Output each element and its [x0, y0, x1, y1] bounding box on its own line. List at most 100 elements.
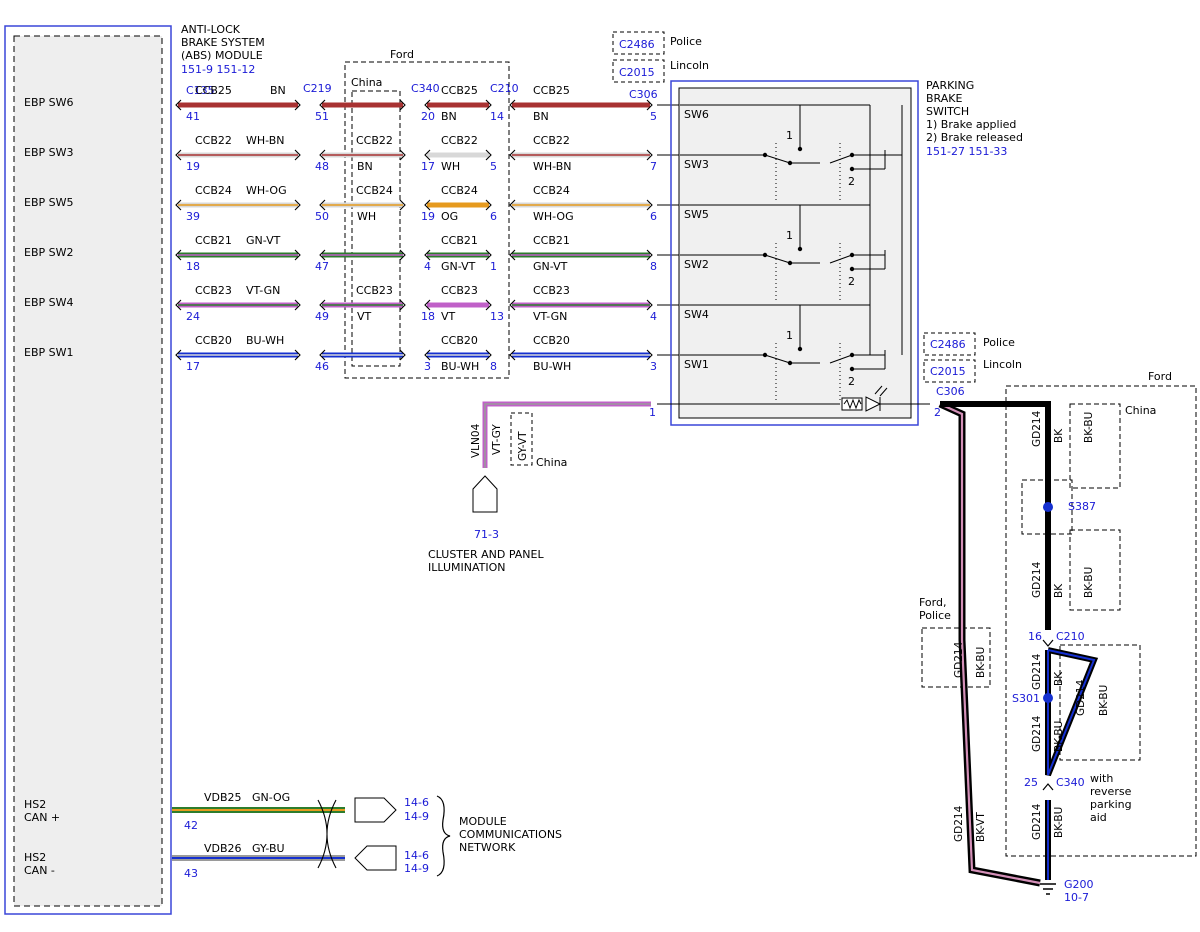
wire-2-connector-mark-1	[175, 149, 182, 161]
wire-3-pin-c340: 19	[421, 210, 435, 223]
ground-g200-symbol[interactable]	[1040, 883, 1056, 895]
switch-resistor-zigzag	[843, 398, 862, 410]
switch-node-1-4	[849, 166, 855, 172]
gd214-label-ford-police: GD214	[953, 641, 965, 678]
wire-3-c340-circuit: CCB24	[441, 184, 478, 197]
police-tag-box-top	[612, 31, 665, 55]
illumination-label-2: ILLUMINATION	[428, 561, 506, 574]
wire-5-connector-mark-3	[319, 299, 326, 311]
wire-5-right-color: VT-GN	[533, 310, 567, 323]
splice-s301[interactable]	[1043, 693, 1053, 703]
switch-refs[interactable]: 151-27 151-33	[926, 145, 1007, 158]
illumination-ref[interactable]: 71-3	[474, 528, 499, 541]
connector-c340[interactable]: C340	[411, 82, 440, 95]
wire-3-connector-mark-7	[509, 199, 516, 211]
can-hi-ref-2[interactable]: 14-9	[404, 810, 429, 823]
abs-pin-ebp-sw6: EBP SW6	[24, 96, 73, 109]
wire-4-right-color: GN-VT	[533, 260, 568, 273]
abs-module-outline[interactable]	[4, 25, 172, 915]
splice-s387-label[interactable]: S387	[1068, 500, 1096, 513]
can-lo-circuit: VDB26	[204, 842, 242, 855]
can-hi-ref-1[interactable]: 14-6	[404, 796, 429, 809]
wire-2-right-color: WH-BN	[533, 160, 572, 173]
connector-c306-right[interactable]: C306	[936, 385, 965, 398]
ford-ground-label: Ford	[1148, 370, 1172, 383]
wire-1-connector-mark-7	[509, 99, 516, 111]
wire-1-c340-color: BN	[441, 110, 457, 123]
wire-5-connector-mark-6	[485, 299, 492, 311]
bkbu-label-4: BK-BU	[1098, 685, 1110, 716]
abs-module-refs[interactable]: 151-9 151-12	[181, 63, 255, 76]
china-option-box	[351, 90, 401, 367]
ford-ground-region	[1005, 385, 1197, 857]
connector-c2015-right[interactable]: C2015	[930, 365, 966, 378]
switch-title-3: SWITCH	[926, 105, 969, 118]
illumination-wire-outer[interactable]	[482, 401, 651, 468]
connector-c2486-top[interactable]: C2486	[619, 38, 655, 51]
switch-pos2-3: 2	[848, 375, 855, 388]
wire-1-pin-c306: 5	[650, 110, 657, 123]
connector-c210-ground[interactable]: C210	[1056, 630, 1085, 643]
connector-c340-ground[interactable]: C340	[1056, 776, 1085, 789]
can-lo-ref-1[interactable]: 14-6	[404, 849, 429, 862]
bk-label-1: BK	[1053, 428, 1065, 443]
switch-state-released: 2) Brake released	[926, 131, 1023, 144]
wire-4-connector-mark-2	[294, 249, 301, 261]
can-hi-connector-arrow[interactable]	[354, 797, 397, 823]
splice-s387[interactable]	[1043, 502, 1053, 512]
ground-g200-label[interactable]: G200	[1064, 878, 1094, 891]
connector-c135[interactable]: C135	[186, 84, 215, 97]
connector-c306-top[interactable]: C306	[629, 88, 658, 101]
wire-6-right-color: BU-WH	[533, 360, 571, 373]
wire-4-connector-mark-4	[399, 249, 406, 261]
switch-blade-1-3	[764, 354, 820, 364]
switch-label-sw1: SW1	[684, 358, 709, 371]
china-option-label: China	[351, 76, 382, 89]
wire-3-china-color: WH	[357, 210, 376, 223]
wire-6-pin-c340: 3	[424, 360, 431, 373]
switch-outline[interactable]	[670, 80, 919, 426]
illumination-connector-arrow[interactable]	[472, 475, 498, 513]
can-lo-pin: 43	[184, 867, 198, 880]
wire-5-c340-color: VT	[441, 310, 456, 323]
wire-3-connector-mark-5	[424, 199, 431, 211]
wire-5-c340-circuit: CCB23	[441, 284, 478, 297]
splice-s301-label[interactable]: S301	[1012, 692, 1040, 705]
gd214-label-2: GD214	[1031, 561, 1043, 598]
bkbu-label-1: BK-BU	[1083, 412, 1095, 443]
bkvt-label: BK-VT	[975, 812, 987, 842]
abs-pin-ebp-sw4: EBP SW4	[24, 296, 73, 309]
wire-5-china-circuit: CCB23	[356, 284, 393, 297]
abs-pin-ebp-sw3: EBP SW3	[24, 146, 73, 159]
wire-4-connector-mark-1	[175, 249, 182, 261]
wire-1-connector-mark-3	[319, 99, 326, 111]
wire-4-color: GN-VT	[246, 234, 281, 247]
abs-pin-can-lo-1: HS2	[24, 851, 46, 864]
ground-wire-bk-vt-inner	[939, 402, 1041, 885]
wire-3-connector-mark-4	[399, 199, 406, 211]
connector-c2486-right[interactable]: C2486	[930, 338, 966, 351]
can-lo-color: GY-BU	[252, 842, 285, 855]
reverse-aid-box	[1059, 644, 1141, 761]
connector-c219[interactable]: C219	[303, 82, 332, 95]
switch-blade-2-2	[829, 254, 885, 264]
can-lo-ref-2[interactable]: 14-9	[404, 862, 429, 875]
connector-c210[interactable]: C210	[490, 82, 519, 95]
can-lo-connector-arrow[interactable]	[354, 845, 397, 871]
switch-label-sw2: SW2	[684, 258, 709, 271]
switch-pos1-3: 1	[786, 329, 793, 342]
wire-6-connector-mark-5	[424, 349, 431, 361]
illumination-china-box	[510, 412, 533, 466]
wire-5-color: VT-GN	[246, 284, 280, 297]
ground-wire-bk[interactable]	[940, 401, 1051, 630]
bk-label-3: BK	[1053, 671, 1065, 686]
wire-2-connector-mark-3	[319, 149, 326, 161]
wire-1-pin-c340: 20	[421, 110, 435, 123]
connector-c2015-top[interactable]: C2015	[619, 66, 655, 79]
wire-6-connector-mark-2	[294, 349, 301, 361]
ground-g200-ref[interactable]: 10-7	[1064, 891, 1089, 904]
wire-6-connector-mark-4	[399, 349, 406, 361]
wire-3-connector-mark-3	[319, 199, 326, 211]
wire-5-pin-c340: 18	[421, 310, 435, 323]
wire-1-connector-mark-6	[485, 99, 492, 111]
